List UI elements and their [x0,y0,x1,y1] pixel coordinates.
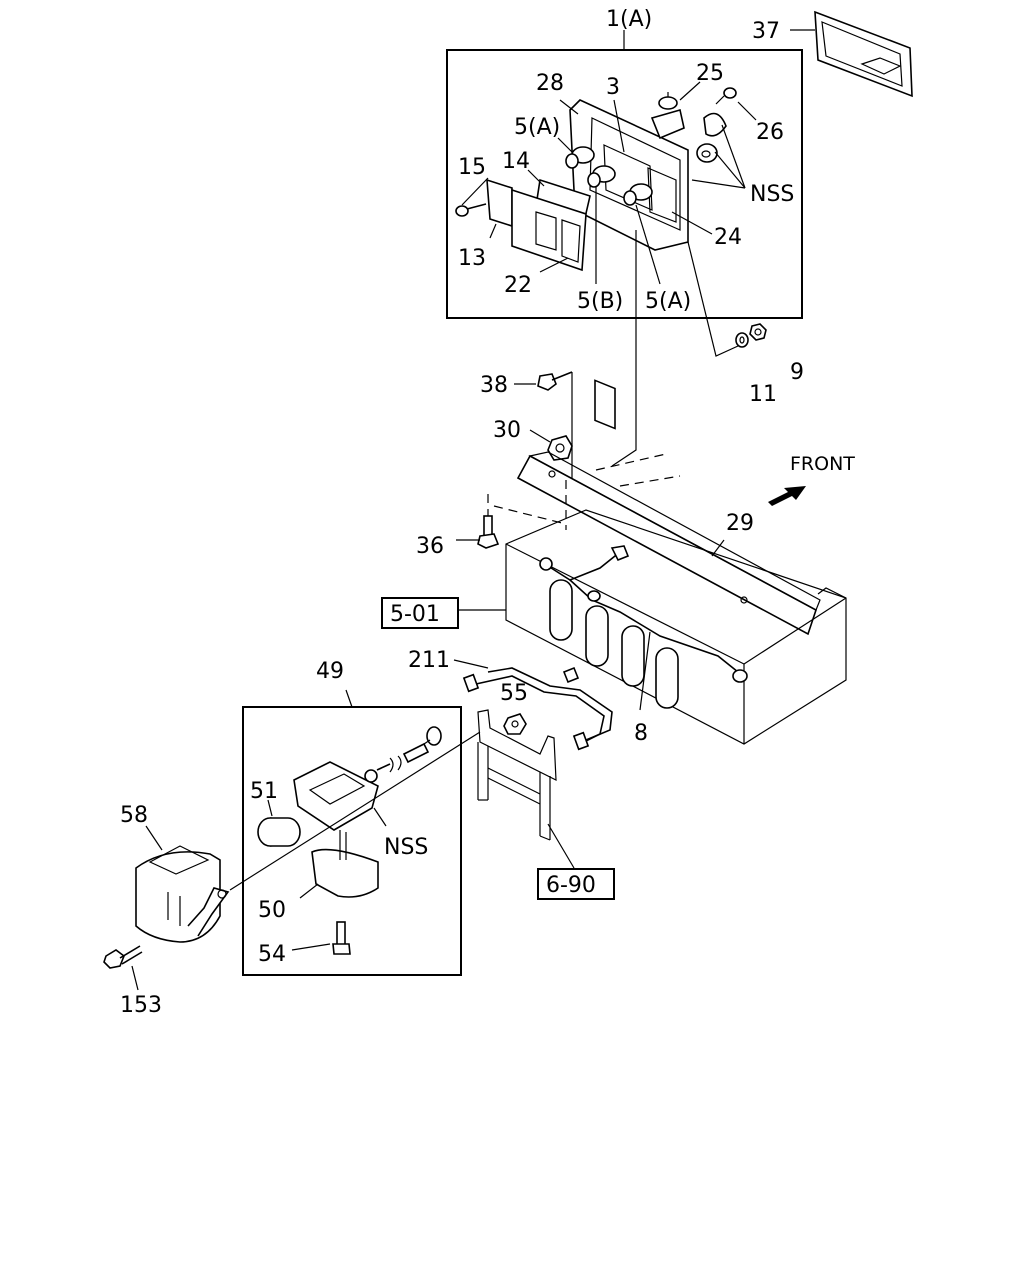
callout-1a: 1(A) [606,7,652,32]
bulb-5b [587,165,616,188]
front-arrow-icon [768,486,806,506]
nut-30 [547,435,573,461]
callout-50: 50 [258,898,286,923]
callout-13: 13 [458,246,486,271]
chassis-frame [505,509,847,745]
switch-25 [650,92,685,140]
bolt-38 [537,371,573,391]
callout-38: 38 [480,373,508,398]
callout-37: 37 [752,19,780,44]
harness-8 [539,545,748,683]
bolt-153 [103,945,143,969]
callout-26: 26 [756,120,784,145]
bulb-51 [257,817,301,847]
ref-label-5-01[interactable]: 5-01 [390,602,440,627]
callout-front: FRONT [790,453,855,475]
bracket-29 [516,451,821,636]
nut-9 [749,323,767,341]
callout-58: 58 [120,803,148,828]
screw-26 [715,87,737,105]
nut-55 [503,713,527,735]
callout-211: 211 [408,648,450,673]
callout-8: 8 [634,721,648,746]
callout-24: 24 [714,225,742,250]
callout-22: 22 [504,273,532,298]
lamp-body-49 [293,726,442,831]
callout-49: 49 [316,659,344,684]
callout-14: 14 [502,149,530,174]
callout-29: 29 [726,511,754,536]
screw-15 [455,203,487,217]
callout-3: 3 [606,75,620,100]
callout-nss-upper: NSS [750,182,794,207]
callout-15: 15 [458,155,486,180]
cap-nss-upper [703,112,727,137]
bracket-6-90 [477,709,557,841]
ref-box-5-01 [381,597,459,629]
housing-22 [511,188,587,272]
callout-54: 54 [258,942,286,967]
bulb-5a-lower [623,183,653,206]
bulb-5a-upper [565,146,595,169]
screw-54 [332,921,351,955]
washer-11 [735,332,749,348]
ref-box-6-90 [537,868,615,900]
harness-211 [462,666,613,751]
bracket-13 [486,178,513,228]
callout-5a-lower: 5(A) [645,289,691,314]
callout-5a-upper: 5(A) [514,115,560,140]
callout-11: 11 [749,382,777,407]
callout-36: 36 [416,534,444,559]
callout-nss-lower: NSS [384,835,428,860]
ref-label-6-90[interactable]: 6-90 [546,873,596,898]
bolt-36 [477,515,500,549]
callout-153: 153 [120,993,162,1018]
plate-assembly [569,99,689,430]
callout-28: 28 [536,71,564,96]
callout-51: 51 [250,779,278,804]
lamp-37 [814,10,913,98]
callout-5b: 5(B) [577,289,623,314]
callout-30: 30 [493,418,521,443]
callout-55: 55 [500,681,528,706]
callout-25: 25 [696,61,724,86]
callout-9: 9 [790,360,804,385]
lamp-58 [135,845,230,943]
cap-nss-lower [696,143,718,163]
lens-cover-50 [311,830,379,898]
